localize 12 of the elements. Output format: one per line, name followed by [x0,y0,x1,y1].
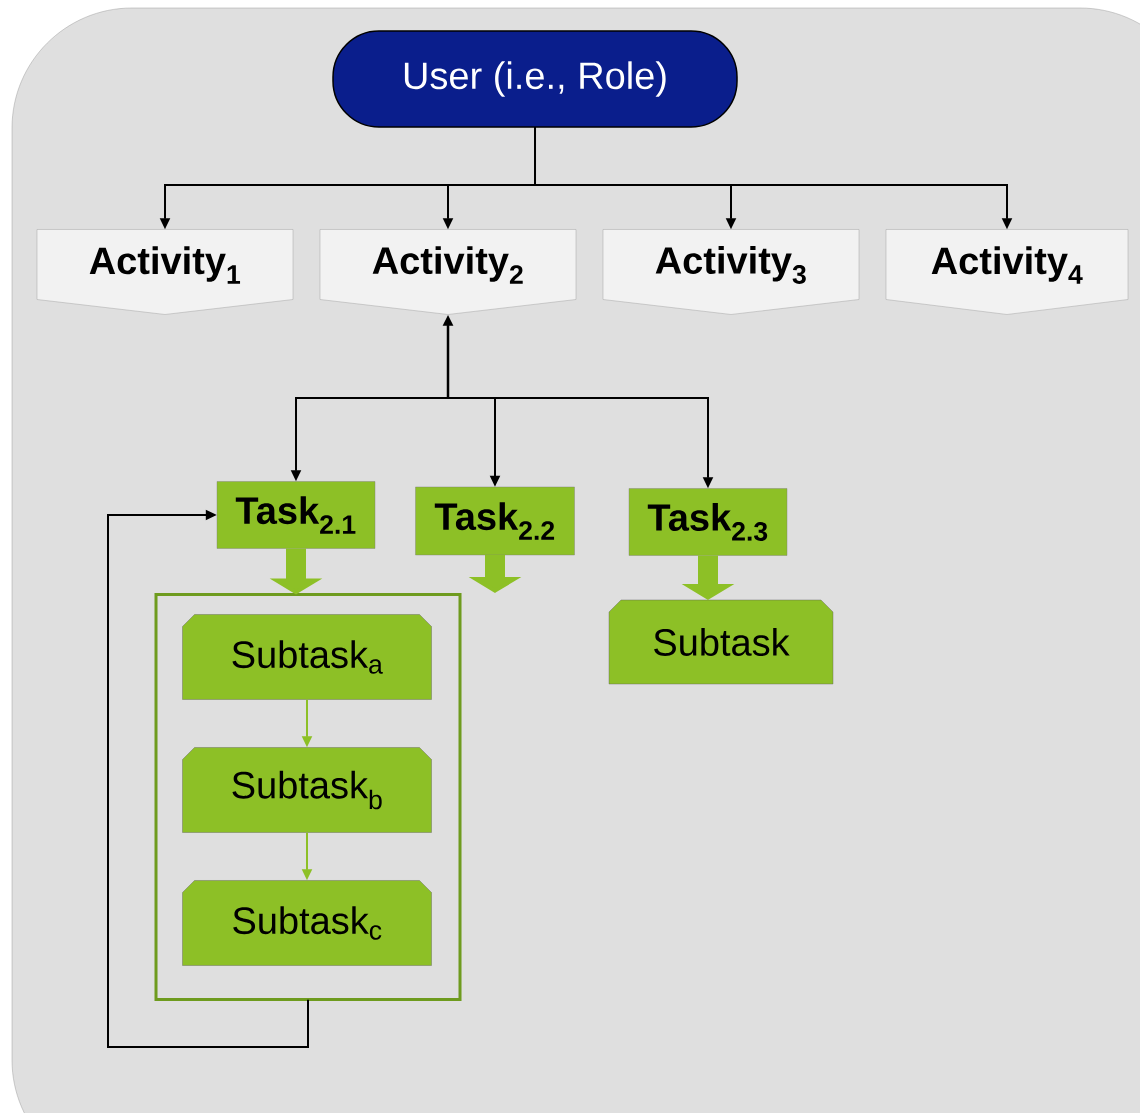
subtask-group-frame [154,593,462,1001]
task-box: Task$_{2.3}$ [628,488,788,556]
task-box: Task$_{2.2}$ [415,486,575,556]
subtask-box: Subtask$_{a}$ [182,614,432,700]
activity-banner: Activity$_{1}$ [36,229,294,315]
task-box: Task$_{2.1}$ [216,481,376,549]
subtask-box: Subtask$_{c}$ [182,880,432,966]
subtask-box: Subtask$_{b}$ [182,747,432,833]
activity-banner: Activity$_{3}$ [602,229,860,315]
arrow [107,509,309,1048]
activity-banner: Activity$_{4}$ [885,229,1129,315]
activity-banner: Activity$_{2}$ [319,229,577,315]
